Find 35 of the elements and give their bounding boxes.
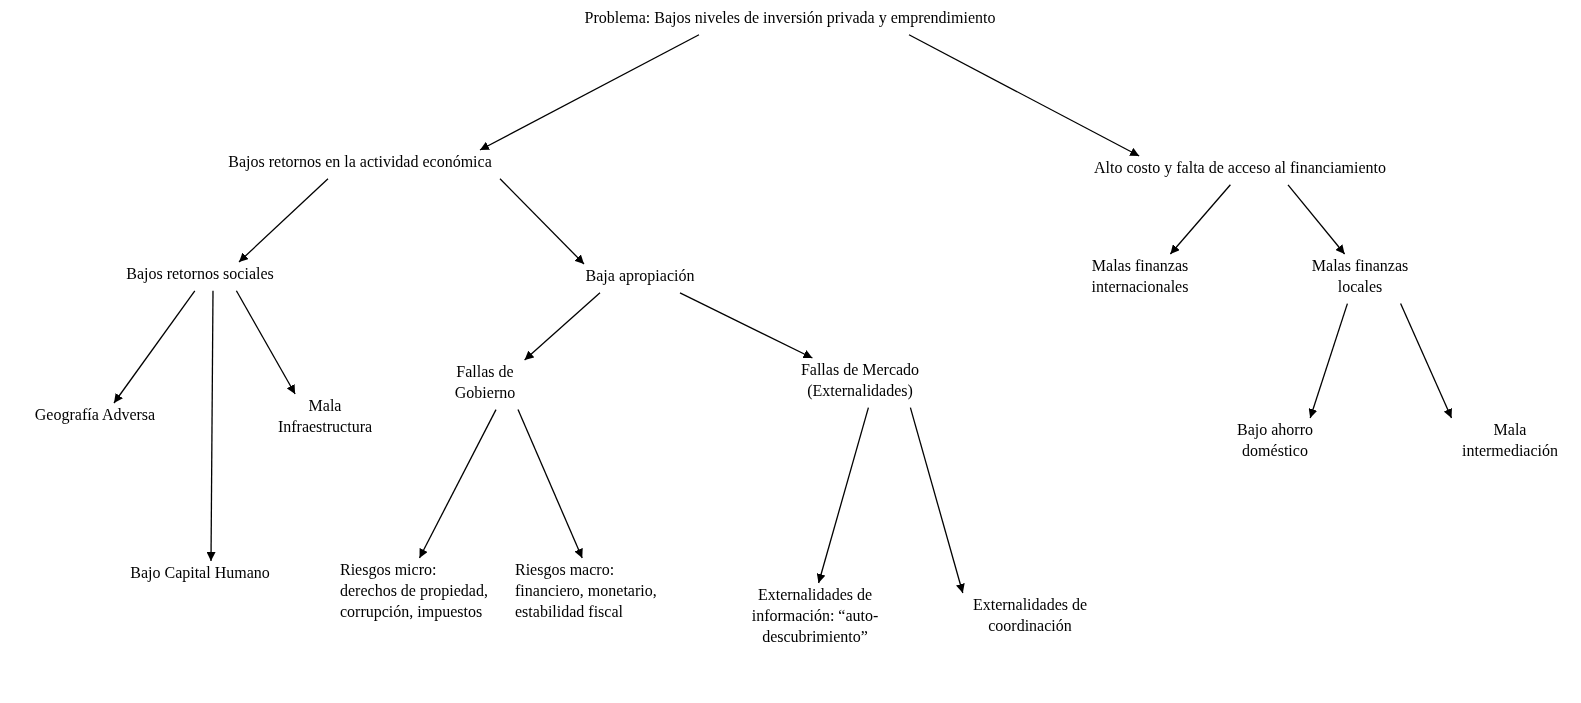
node-label: Fallas de Mercado (Externalidades) <box>790 360 930 402</box>
node-label: Malas finanzas locales <box>1290 256 1430 298</box>
node-label: Problema: Bajos niveles de inversión privada y emprendimiento <box>440 8 1140 29</box>
node-label: Riesgos micro: derechos de propiedad, corrupción, impuestos <box>340 560 490 623</box>
arrow <box>479 34 700 151</box>
arrow <box>1399 302 1453 419</box>
node-label: Riesgos macro: financiero, monetario, estabilidad fiscal <box>515 560 675 623</box>
arrow <box>517 408 583 559</box>
node-label: Bajo Capital Humano <box>90 563 310 584</box>
arrow <box>499 178 585 265</box>
node-label: Baja apropiación <box>540 266 740 287</box>
arrow <box>816 406 870 584</box>
node-label: Geografía Adversa <box>0 405 190 426</box>
node-label: Malas finanzas internacionales <box>1060 256 1220 298</box>
node-label: Externalidades de información: “auto-descubrimiento” <box>725 585 905 648</box>
arrow <box>418 408 497 559</box>
arrow <box>523 292 601 361</box>
node-label: Mala intermediación <box>1445 420 1575 462</box>
arrow <box>1169 184 1232 255</box>
node-label: Bajo ahorro doméstico <box>1220 420 1330 462</box>
arrow <box>238 178 329 263</box>
node-label: Bajos retornos en la actividad económica <box>160 152 560 173</box>
arrow <box>235 290 296 395</box>
node-label: Externalidades de coordinación <box>950 595 1110 637</box>
arrow <box>113 290 196 404</box>
arrow <box>908 34 1140 157</box>
node-label: Fallas de Gobierno <box>430 362 540 404</box>
arrow <box>1287 184 1346 255</box>
arrow <box>206 290 216 562</box>
node-label: Bajos retornos sociales <box>70 264 330 285</box>
node-label: Alto costo y falta de acceso al financiamiento <box>1000 158 1480 179</box>
arrow <box>1308 302 1349 419</box>
node-label: Mala Infraestructura <box>260 396 390 438</box>
arrow <box>679 292 814 359</box>
arrow <box>909 406 965 594</box>
